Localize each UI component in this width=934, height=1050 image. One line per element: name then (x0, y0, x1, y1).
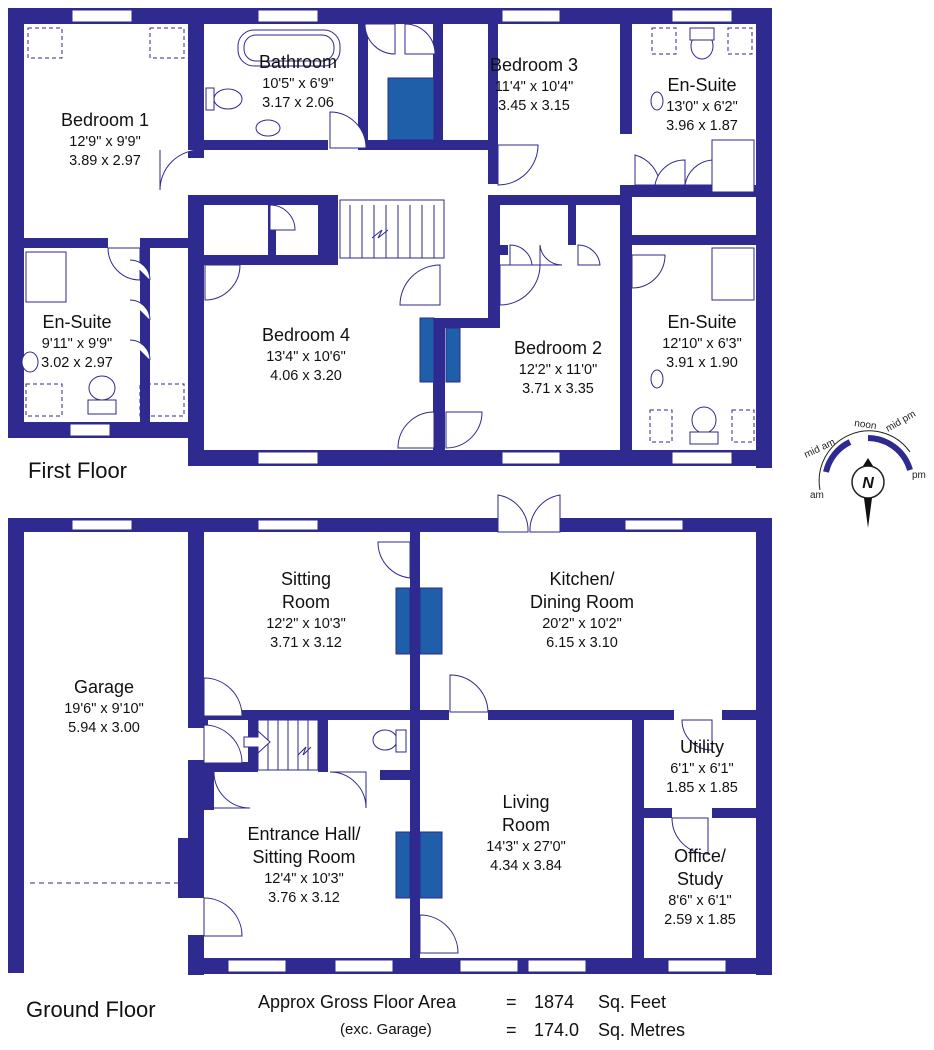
bedroom2-metric: 3.71 x 3.35 (522, 381, 594, 397)
garage-metric: 5.94 x 3.00 (68, 720, 140, 736)
ensuite-mid-right-metric: 3.91 x 1.90 (666, 355, 738, 371)
bedroom2-name: Bedroom 2 (514, 338, 602, 358)
sitting-room-imperial: 12'2" x 10'3" (266, 616, 346, 632)
entrance-hall-metric: 3.76 x 3.12 (268, 890, 340, 906)
sitting-room-metric: 3.71 x 3.12 (270, 635, 342, 651)
kitchen-line1: Kitchen/ (549, 569, 614, 589)
sitting-room-line2: Room (282, 592, 330, 612)
bedroom1-name: Bedroom 1 (61, 110, 149, 130)
sun-arc-thick-left (823, 439, 852, 473)
bedroom3-name: Bedroom 3 (490, 55, 578, 75)
bathroom-name: Bathroom (259, 52, 337, 72)
office-imperial: 8'6" x 6'1" (668, 893, 731, 909)
entrance-hall-line1: Entrance Hall/ (247, 824, 360, 844)
ensuite-left-imperial: 9'11" x 9'9" (42, 336, 112, 352)
ground-floor-walls (8, 518, 772, 975)
bedroom4-name: Bedroom 4 (262, 325, 350, 345)
ground-floor-stairs (243, 719, 319, 771)
office-line1: Office/ (674, 846, 726, 866)
kitchen-metric: 6.15 x 3.10 (546, 635, 618, 651)
ground-floor-fixtures (372, 587, 443, 899)
ensuite-left-name: En-Suite (42, 312, 111, 332)
bathroom-imperial: 10'5" x 6'9" (262, 76, 333, 92)
living-room-imperial: 14'3" x 27'0" (486, 839, 566, 855)
living-room-line2: Room (502, 815, 550, 835)
area-summary: Approx Gross Floor Area = 1874 Sq. Feet … (258, 992, 685, 1040)
first-floor-fixtures (21, 27, 755, 445)
kitchen-imperial: 20'2" x 10'2" (542, 616, 622, 632)
area-line1-unit: Sq. Feet (598, 992, 666, 1012)
ensuite-left-metric: 3.02 x 2.97 (41, 355, 113, 371)
kitchen-line2: Dining Room (530, 592, 634, 612)
garage-name: Garage (74, 677, 134, 697)
first-floor-walls (8, 8, 772, 468)
bedroom4-metric: 4.06 x 3.20 (270, 368, 342, 384)
office-metric: 2.59 x 1.85 (664, 912, 736, 928)
ensuite-top-right-name: En-Suite (667, 75, 736, 95)
ensuite-top-right-metric: 3.96 x 1.87 (666, 118, 738, 134)
entrance-hall-line2: Sitting Room (252, 847, 355, 867)
ensuite-mid-right-imperial: 12'10" x 6'3" (662, 336, 742, 352)
compass-north-marker (863, 458, 873, 466)
compass-north-letter: N (862, 475, 874, 492)
room-labels: Bedroom 1 12'9" x 9'9" 3.89 x 2.97 En-Su… (41, 52, 742, 928)
bathroom-metric: 3.17 x 2.06 (262, 95, 334, 111)
sun-arc (818, 430, 911, 491)
area-line2-eq: = (506, 1020, 517, 1040)
compass: N am mid am noon mid pm pm (803, 409, 926, 528)
utility-imperial: 6'1" x 6'1" (670, 761, 733, 777)
office-line2: Study (677, 869, 723, 889)
area-line1-value: 1874 (534, 992, 574, 1012)
bedroom3-imperial: 11'4" x 10'4" (495, 79, 573, 95)
area-line2-label: (exc. Garage) (340, 1021, 432, 1038)
area-line1-eq: = (506, 992, 517, 1012)
ground-floor-windows (71, 519, 727, 973)
compass-needle (864, 498, 872, 528)
ground-floor-title: Ground Floor (26, 997, 156, 1022)
compass-label-pm: pm (912, 470, 926, 481)
first-floor-doors (107, 23, 713, 449)
area-line2-value: 174.0 (534, 1020, 579, 1040)
first-floor-stairs (339, 199, 445, 259)
bedroom1-metric: 3.89 x 2.97 (69, 153, 141, 169)
ensuite-mid-right-name: En-Suite (667, 312, 736, 332)
compass-label-noon: noon (854, 418, 878, 432)
entrance-hall-imperial: 12'4" x 10'3" (264, 871, 344, 887)
compass-label-mid-pm: mid pm (884, 409, 918, 435)
bedroom2-imperial: 12'2" x 11'0" (519, 362, 597, 378)
first-floor-windows (69, 9, 733, 465)
sun-arc-thick (867, 435, 913, 471)
area-line2-unit: Sq. Metres (598, 1020, 685, 1040)
bedroom1-imperial: 12'9" x 9'9" (69, 134, 140, 150)
utility-metric: 1.85 x 1.85 (666, 780, 738, 796)
bedroom4-imperial: 13'4" x 10'6" (266, 349, 346, 365)
garage-imperial: 19'6" x 9'10" (64, 701, 144, 717)
living-room-metric: 4.34 x 3.84 (490, 858, 562, 874)
compass-label-am: am (810, 490, 824, 501)
utility-name: Utility (680, 737, 724, 757)
first-floor-title: First Floor (28, 458, 127, 483)
living-room-line1: Living (502, 792, 549, 812)
ground-floor-doors (203, 494, 713, 954)
sitting-room-line1: Sitting (281, 569, 331, 589)
area-line1-label: Approx Gross Floor Area (258, 992, 457, 1012)
bedroom3-metric: 3.45 x 3.15 (498, 98, 570, 114)
ensuite-top-right-imperial: 13'0" x 6'2" (666, 99, 737, 115)
